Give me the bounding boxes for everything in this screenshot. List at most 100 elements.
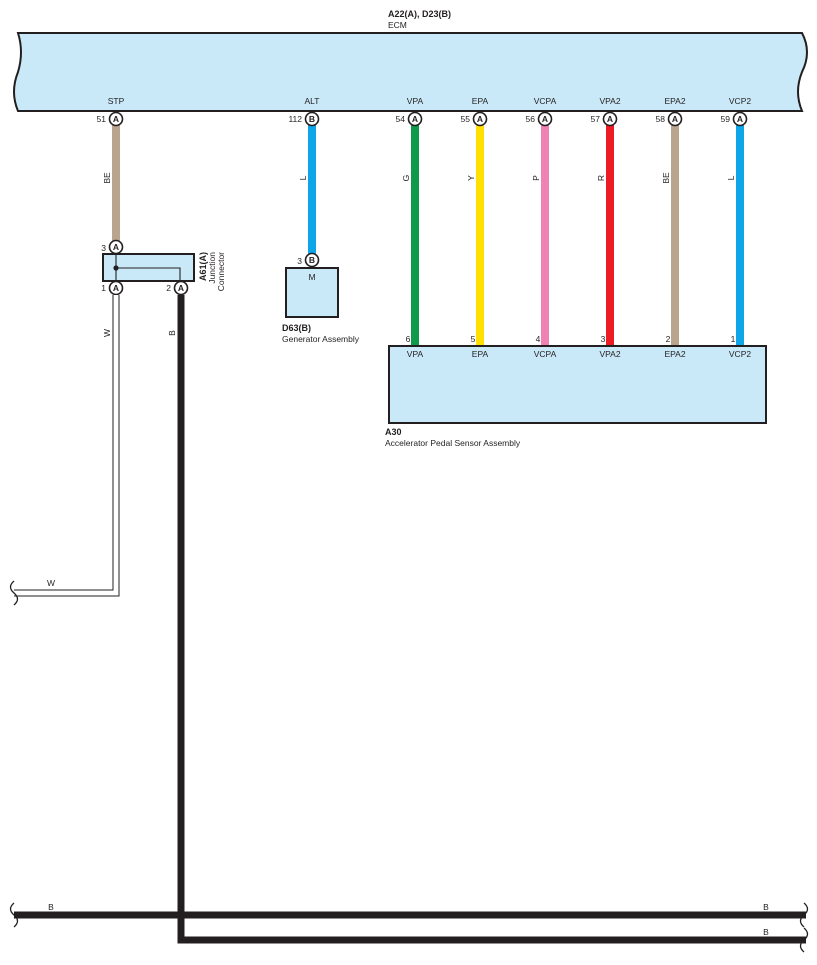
ecm-pin-circle <box>407 111 423 127</box>
pedal-pin-number: 6 <box>406 334 411 344</box>
pedal-signal: EPA <box>472 349 489 359</box>
ecm-pin-connector: A <box>737 114 743 124</box>
pedal-pin-number: 2 <box>666 334 671 344</box>
wire-code-white-horizontal: W <box>47 578 55 588</box>
ecm-pin-number: 58 <box>656 114 666 124</box>
ecm-signal-alt: ALT <box>305 96 320 106</box>
ecm-pin-connector: A <box>607 114 613 124</box>
wire-code-epa2: BE <box>661 172 671 184</box>
ecm-pin-connector: A <box>672 114 678 124</box>
ecm-pin-number: 112 <box>288 114 302 124</box>
wire-code-black-vertical: B <box>167 330 177 336</box>
wire-code-black-top-right: B <box>763 902 769 912</box>
ecm-pin-circle <box>667 111 683 127</box>
junction-internal-wire <box>115 254 181 281</box>
ecm-signal-labels: STP ALT VPA EPA VCPA VPA2 EPA2 VCP2 <box>108 96 752 106</box>
junction-name-line: Junction <box>207 252 217 284</box>
junction-pin-connector: A <box>178 283 184 293</box>
pedal-pin-number: 5 <box>471 334 476 344</box>
ecm-pin-number: 51 <box>97 114 107 124</box>
ecm-pin-connector: A <box>113 114 119 124</box>
pedal-signal: VPA2 <box>599 349 620 359</box>
pedal-signal: EPA2 <box>664 349 685 359</box>
wire-alt <box>308 125 316 255</box>
wire-code-vcp2: L <box>726 175 736 180</box>
junction-name-line: Connector <box>216 252 226 291</box>
pedal-sensor-name: Accelerator Pedal Sensor Assembly <box>385 438 521 448</box>
ecm-pin-circle <box>304 111 320 127</box>
wire-vcpa <box>541 125 549 346</box>
wire-epa <box>476 125 484 346</box>
pedal-signal: VPA <box>407 349 424 359</box>
wire-code-vpa: G <box>401 175 411 182</box>
ecm-signal-stp: STP <box>108 96 125 106</box>
ecm-signal-epa2: EPA2 <box>664 96 685 106</box>
wire-black-vertical <box>177 295 806 944</box>
wire-break-mark <box>799 902 809 928</box>
wire-break-mark <box>9 902 19 928</box>
wire-code-white-vertical: W <box>102 329 112 337</box>
wire-break-mark <box>799 927 809 953</box>
generator-pin-circle <box>304 252 320 268</box>
ecm-pin-number: 55 <box>461 114 471 124</box>
ecm-signal-epa: EPA <box>472 96 489 106</box>
junction-pin-circle <box>108 239 124 255</box>
generator-pin-number: 3 <box>297 256 302 266</box>
junction-pin-connector: A <box>113 283 119 293</box>
wire-epa2 <box>671 125 679 346</box>
ecm-box <box>13 32 808 112</box>
wire-code-stp: BE <box>102 172 112 184</box>
junction-pin-circle <box>173 280 189 296</box>
ecm-pin-circle <box>732 111 748 127</box>
wire-code-black-top-left: B <box>48 902 54 912</box>
generator-terminal: M <box>308 272 315 282</box>
junction-splice-dot <box>113 265 119 271</box>
ecm-pin-number: 57 <box>591 114 601 124</box>
wire-code-vcpa: P <box>531 175 541 181</box>
ecm-pin-connector: B <box>309 114 315 124</box>
ecm-pin-connector: A <box>542 114 548 124</box>
junction-pin-number: 3 <box>101 243 106 253</box>
ecm-pin-circle <box>537 111 553 127</box>
generator-code: D63(B) <box>282 323 311 333</box>
wire-code-alt: L <box>298 175 308 180</box>
ecm-pins: 51 A 112 B 54 A 55 A 56 A 57 A 58 A 59 A <box>97 111 748 127</box>
ecm-code: A22(A), D23(B) <box>388 9 451 19</box>
junction-code: A61(A) <box>198 252 208 281</box>
pedal-signal: VCPA <box>534 349 557 359</box>
wire-break-mark <box>9 580 19 606</box>
generator-box <box>285 267 339 318</box>
ecm-pin-number: 59 <box>721 114 731 124</box>
pedal-pin-number: 1 <box>731 334 736 344</box>
ecm-pin-number: 56 <box>526 114 536 124</box>
wire-code-black-bottom-right: B <box>763 927 769 937</box>
junction-pin-number: 2 <box>166 283 171 293</box>
wire-vpa <box>411 125 419 346</box>
ecm-pin-circle <box>472 111 488 127</box>
wire-vcp2 <box>736 125 744 346</box>
ecm-pin-number: 54 <box>396 114 406 124</box>
generator-name: Generator Assembly <box>282 334 360 344</box>
ecm-pin-circle <box>108 111 124 127</box>
ecm-pin-circle <box>602 111 618 127</box>
junction-pin-circle <box>108 280 124 296</box>
ecm-signal-vcpa: VCPA <box>534 96 557 106</box>
generator-pin-connector: B <box>309 255 315 265</box>
junction-pin-connector: A <box>113 242 119 252</box>
wire-code-vpa2: R <box>596 175 606 181</box>
pedal-sensor-signals: VPA EPA VCPA VPA2 EPA2 VCP2 <box>407 349 752 359</box>
junction-name: JunctionConnector <box>207 252 226 291</box>
wire-white-outline <box>14 295 120 597</box>
wire-code-epa: Y <box>466 175 476 181</box>
wire-stp <box>112 125 120 242</box>
ecm-signal-vpa2: VPA2 <box>599 96 620 106</box>
ecm-pin-connector: A <box>477 114 483 124</box>
pedal-pin-number: 4 <box>536 334 541 344</box>
ecm-signal-vcp2: VCP2 <box>729 96 751 106</box>
pedal-sensor-code: A30 <box>385 427 402 437</box>
pedal-pin-number: 3 <box>601 334 606 344</box>
pedal-signal: VCP2 <box>729 349 751 359</box>
pedal-sensor-box <box>388 345 767 424</box>
ecm-pin-connector: A <box>412 114 418 124</box>
